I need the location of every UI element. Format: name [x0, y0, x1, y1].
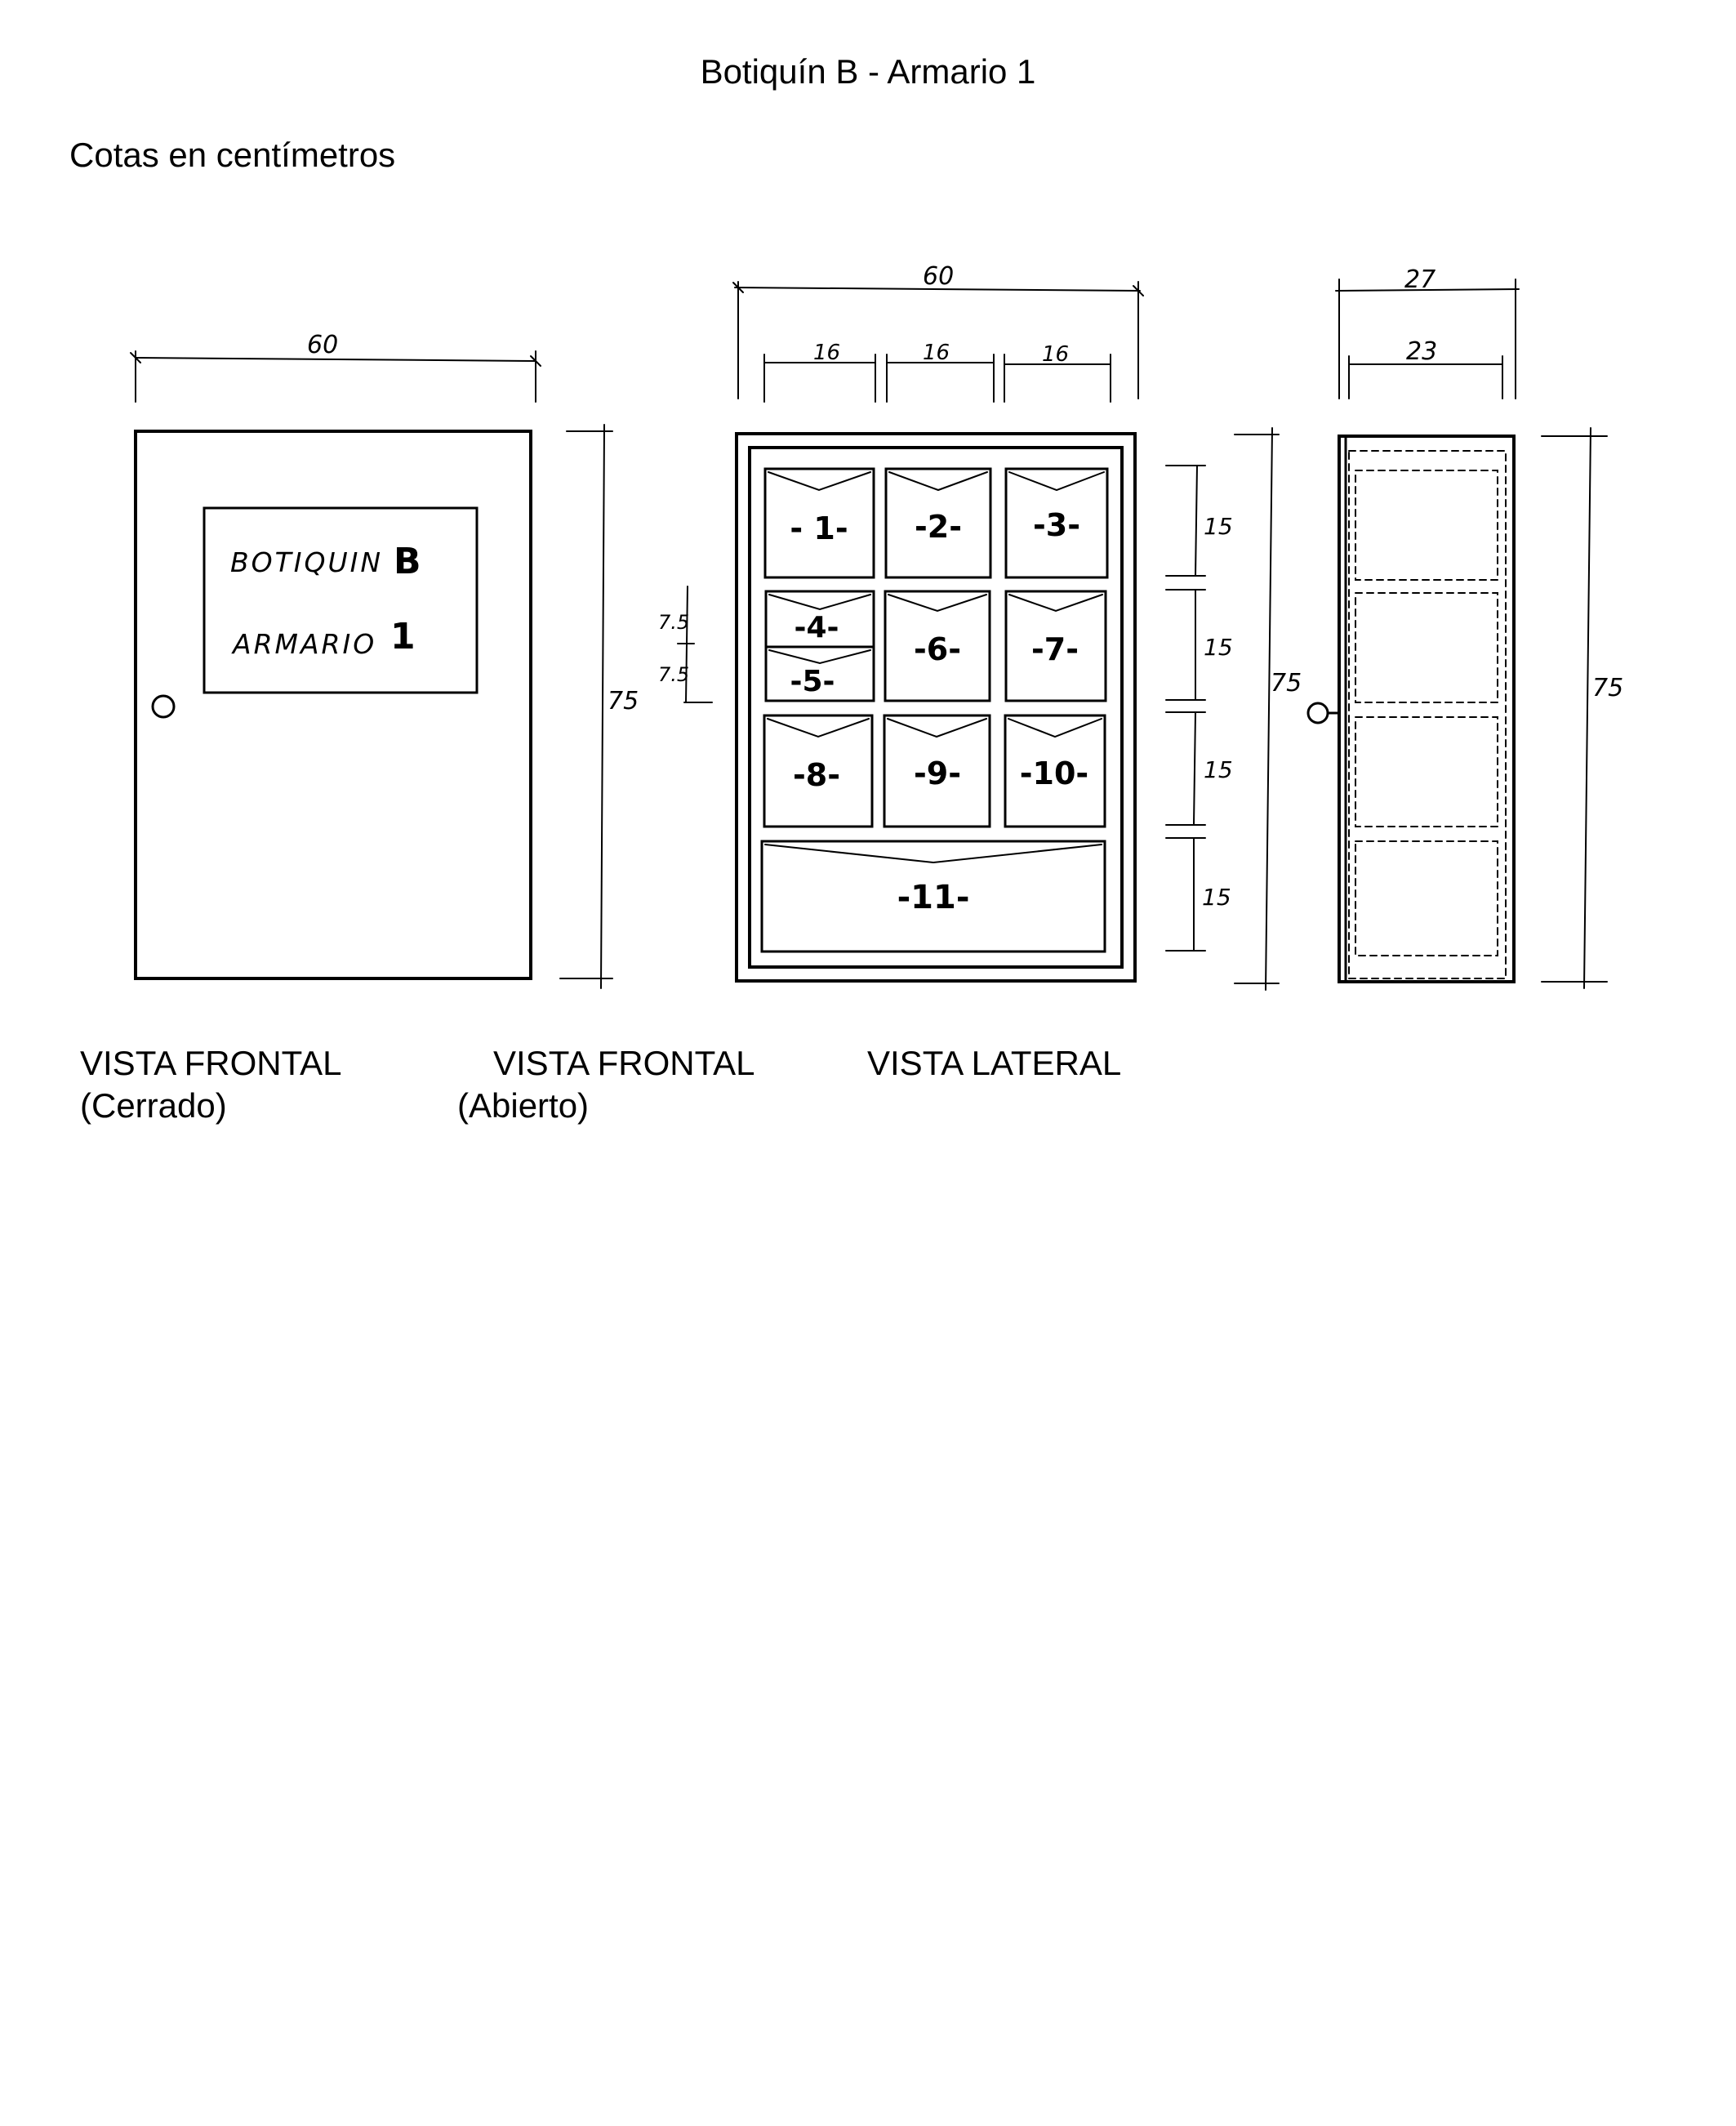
compartment-1 [763, 467, 875, 579]
dimension-height-label: 75 [608, 687, 639, 715]
compartment-label-11: -11- [897, 879, 970, 916]
dimension-row-2-label: 15 [1204, 634, 1233, 661]
dimension-depth-inner-label: 23 [1406, 337, 1437, 366]
units-note: Cotas en centímetros [69, 136, 396, 174]
sign-line-1-letter: B [394, 541, 421, 582]
dimension-columns [763, 354, 1111, 403]
caption-side: VISTA LATERAL [867, 1042, 1121, 1085]
sign-line-2: ARMARIO [231, 628, 376, 660]
hidden-compartment-1 [1355, 470, 1498, 581]
dimension-height [559, 424, 613, 989]
caption-side-title: VISTA LATERAL [867, 1044, 1122, 1082]
compartment-11 [760, 840, 1106, 953]
dimension-row-4-label: 15 [1202, 884, 1231, 911]
compartment-label-6: -6- [914, 631, 961, 667]
dimension-row-3-label: 15 [1204, 756, 1233, 783]
caption-closed-front: VISTA FRONTAL (Cerrado) [80, 1042, 342, 1127]
side-view: 27 23 75 [1306, 265, 1623, 989]
door-sign-panel [203, 506, 479, 694]
dimension-column-2-label: 16 [923, 341, 950, 365]
compartment-label-10: -10- [1020, 755, 1088, 791]
dimension-depth [1335, 279, 1520, 399]
compartment-label-7: -7- [1031, 631, 1079, 667]
side-knob-icon [1306, 702, 1329, 724]
dimension-depth-outer-label: 27 [1404, 265, 1436, 294]
dimension-half-row-1-label: 7.5 [658, 611, 689, 634]
compartment-7 [1004, 590, 1107, 702]
compartment-3 [1004, 467, 1109, 579]
dimension-side-height [1541, 427, 1608, 989]
cabinet-outer-frame [735, 432, 1137, 983]
cabinet-door [134, 430, 532, 980]
closed-front-view: BOTIQUIN B ARMARIO 1 60 75 [130, 331, 639, 989]
compartment-6 [884, 590, 991, 702]
caption-closed-title: VISTA FRONTAL [80, 1044, 342, 1082]
dimension-side-height-label: 75 [1592, 674, 1623, 702]
caption-open-title: VISTA FRONTAL [493, 1044, 755, 1082]
compartment-label-8: -8- [793, 757, 840, 793]
sign-line-1: BOTIQUIN [230, 546, 383, 578]
compartment-label-4: -4- [795, 611, 839, 644]
open-front-view: - 1- -2- -3- -4- -5- -6- -7- -8- -9- -10… [658, 262, 1302, 991]
hidden-compartment-2 [1355, 592, 1498, 703]
dimension-width [130, 350, 541, 403]
page-title: Botiquín B - Armario 1 [700, 52, 1036, 91]
dimension-overall-width [732, 281, 1144, 399]
dimension-row-1-label: 15 [1204, 513, 1233, 540]
dimension-overall-height [1234, 427, 1280, 991]
dimension-half-row-2-label: 7.5 [658, 663, 689, 686]
compartment-2 [884, 467, 992, 579]
dimension-width-label: 60 [307, 331, 338, 359]
compartment-label-5: -5- [790, 665, 835, 698]
compartment-5 [764, 645, 875, 702]
cabinet-side [1338, 435, 1516, 983]
compartment-label-3: -3- [1033, 507, 1080, 543]
dimension-rows [1165, 465, 1206, 952]
compartment-label-9: -9- [914, 755, 961, 791]
compartment-label-2: -2- [915, 509, 962, 545]
dimension-overall-width-label: 60 [923, 262, 954, 291]
hidden-compartment-4 [1355, 840, 1498, 956]
hidden-compartment-3 [1355, 716, 1498, 827]
compartment-8 [763, 714, 874, 828]
dimension-overall-height-label: 75 [1271, 669, 1302, 698]
caption-open-front: VISTA FRONTAL (Abierto) [457, 1042, 755, 1127]
compartment-9 [883, 714, 991, 828]
cabinet-inner-frame [748, 446, 1124, 969]
shelf-outline-hidden [1348, 450, 1507, 979]
compartment-label-1: - 1- [790, 510, 848, 546]
door-knob-icon [151, 694, 176, 719]
dimension-column-1-label: 16 [813, 341, 840, 365]
caption-closed-sub: (Cerrado) [80, 1086, 227, 1125]
caption-open-sub: (Abierto) [457, 1086, 590, 1125]
dimension-half-rows [677, 586, 713, 703]
compartment-10 [1004, 714, 1106, 828]
sign-line-2-number: 1 [390, 616, 416, 657]
dimension-column-3-label: 16 [1042, 342, 1069, 367]
